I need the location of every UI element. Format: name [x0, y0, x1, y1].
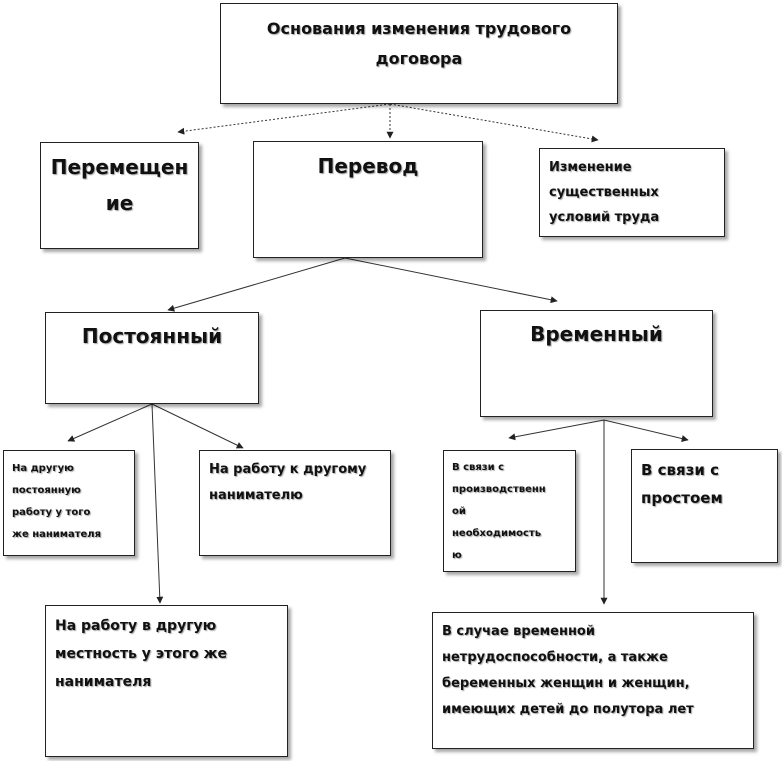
arrow-temporary-to-production: [508, 419, 605, 441]
arrow-temporary-to-downtime: [603, 419, 689, 442]
change-conditions-box: Изменение существенных условий труда: [539, 148, 725, 237]
arrow-permanent-to-same-employer: [67, 403, 153, 442]
movement-label: Перемещен ие: [50, 155, 189, 215]
transfer-label: Перевод: [317, 154, 419, 178]
downtime-label: В связи с простоем: [641, 461, 723, 507]
same-employer-label: На другую постоянную работу у того же на…: [12, 463, 102, 540]
temporary-label: Временный: [530, 322, 663, 346]
permanent-box: Постоянный: [45, 312, 259, 404]
arrow-transfer-to-temporary: [344, 257, 558, 304]
transfer-box: Перевод: [253, 141, 483, 258]
arrow-root-to-change-conditions: [389, 103, 599, 143]
other-employer-box: На работу к другому нанимателю: [199, 450, 391, 556]
other-employer-label: На работу к другому нанимателю: [209, 462, 367, 503]
arrow-transfer-to-permanent: [167, 257, 346, 312]
same-employer-box: На другую постоянную работу у того же на…: [3, 450, 135, 556]
change-conditions-label: Изменение существенных условий труда: [549, 160, 660, 225]
other-locality-box: На работу в другую местность у этого же …: [45, 605, 288, 757]
temporary-disability-box: В случае временной нетрудоспособности, а…: [432, 612, 754, 749]
downtime-box: В связи с простоем: [631, 449, 778, 563]
arrow-root-to-movement: [177, 103, 391, 135]
permanent-label: Постоянный: [81, 324, 223, 348]
other-locality-label: На работу в другую местность у этого же …: [55, 618, 228, 690]
arrow-permanent-to-other-locality: [151, 403, 164, 604]
root-box: Основания изменения трудового договора: [220, 3, 618, 104]
production-necessity-label: В связи с производственн ой необходимост…: [452, 462, 546, 561]
temporary-disability-label: В случае временной нетрудоспособности, а…: [442, 624, 694, 717]
movement-box: Перемещен ие: [40, 142, 199, 249]
production-necessity-box: В связи с производственн ой необходимост…: [443, 450, 576, 572]
temporary-box: Временный: [480, 310, 713, 417]
arrow-permanent-to-other-employer: [151, 403, 244, 449]
root-label: Основания изменения трудового договора: [266, 19, 572, 68]
